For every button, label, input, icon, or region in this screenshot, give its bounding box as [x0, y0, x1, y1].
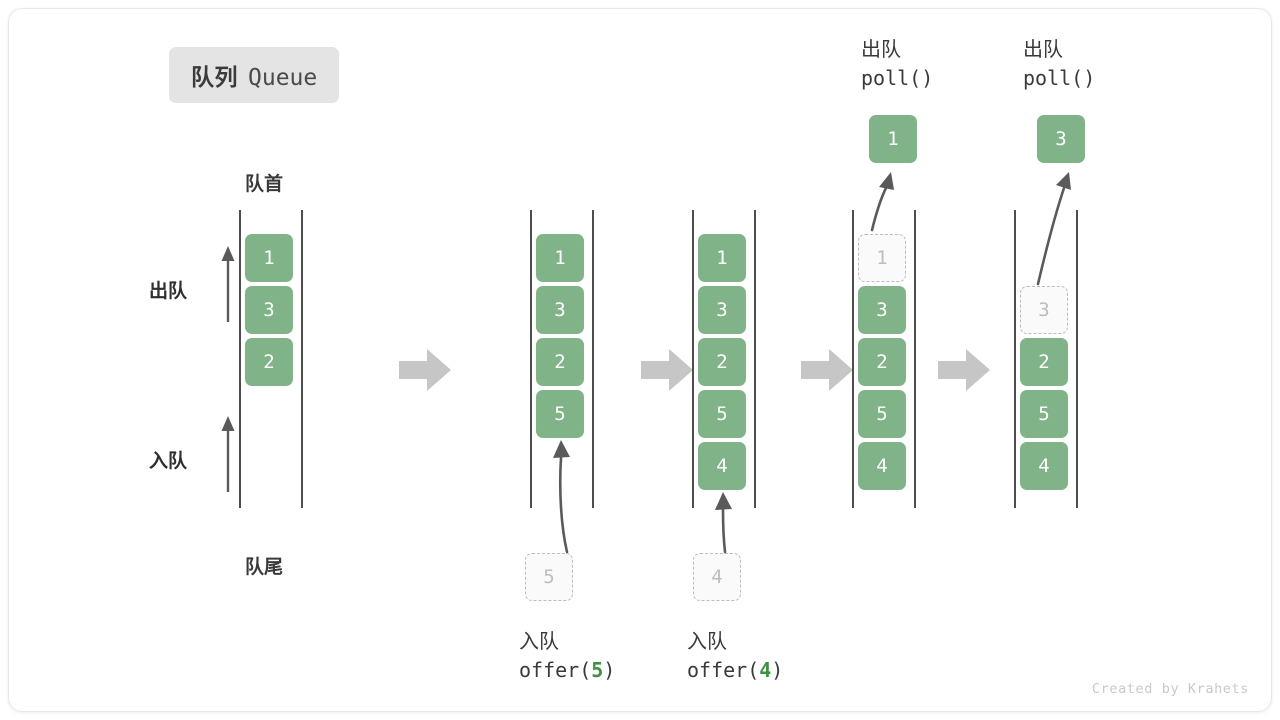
- queue-item: 3: [698, 286, 746, 334]
- credit-text: Created by Krahets: [1091, 681, 1249, 697]
- operation-name: 出队: [861, 39, 901, 61]
- queue-item: 3: [536, 286, 584, 334]
- queue-rail-right-2: [592, 210, 594, 508]
- operation-code: offer(5): [519, 657, 615, 685]
- operation-name: 出队: [1023, 39, 1063, 61]
- dequeue-label: 出队: [149, 281, 188, 302]
- operation-code-suffix: ): [603, 657, 616, 682]
- queue-rail-left-2: [530, 210, 532, 508]
- operation-name: 入队: [519, 631, 559, 653]
- title-chinese: 队列: [191, 64, 238, 90]
- operation-code-prefix: poll(: [861, 65, 922, 90]
- operation-code-prefix: offer(: [519, 657, 592, 682]
- queue-item: 4: [1020, 442, 1068, 490]
- operation-code-prefix: poll(: [1023, 65, 1084, 90]
- title-badge: 队列 Queue: [169, 47, 340, 103]
- title-english: Queue: [248, 65, 318, 91]
- queue-rail-right-3: [754, 210, 756, 508]
- queue-item: 2: [536, 338, 584, 386]
- operation-code-arg: 4: [759, 657, 772, 682]
- removed-ghost-item: 1: [858, 234, 906, 282]
- transition-arrow-icon: [801, 349, 853, 391]
- tail-label: 队尾: [245, 557, 284, 578]
- operation-code-arg: 5: [591, 657, 604, 682]
- queue-rail-left-3: [692, 210, 694, 508]
- operation-code: poll(): [861, 65, 933, 93]
- operation-code-suffix: ): [1083, 65, 1096, 90]
- enqueue-arrow-icon: [221, 416, 235, 492]
- queue-item: 5: [698, 390, 746, 438]
- queue-rail-right-4: [914, 210, 916, 508]
- transition-arrow-icon: [641, 349, 693, 391]
- queue-item: 1: [698, 234, 746, 282]
- queue-item: 2: [245, 338, 293, 386]
- enqueue-label: 入队: [149, 451, 188, 472]
- operation-code-suffix: ): [921, 65, 934, 90]
- queue-item: 4: [858, 442, 906, 490]
- operation-name: 入队: [687, 631, 727, 653]
- queue-rail-right-5: [1076, 210, 1078, 508]
- dequeue-curve-arrow-icon: [870, 172, 894, 232]
- queue-item: 5: [1020, 390, 1068, 438]
- transition-arrow-icon: [938, 349, 990, 391]
- popped-item: 3: [1037, 115, 1085, 163]
- popped-item: 1: [869, 115, 917, 163]
- removed-ghost-item: 3: [1020, 286, 1068, 334]
- enqueue-curve-arrow-icon: [553, 440, 570, 554]
- queue-item: 1: [245, 234, 293, 282]
- transition-arrow-icon: [399, 349, 451, 391]
- queue-rail-left-5: [1014, 210, 1016, 508]
- head-label: 队首: [245, 174, 284, 195]
- dequeue-arrow-icon: [221, 246, 235, 322]
- queue-item: 5: [858, 390, 906, 438]
- queue-item-new: 5: [536, 390, 584, 438]
- incoming-ghost-item: 5: [525, 553, 573, 601]
- incoming-ghost-item: 4: [693, 553, 741, 601]
- queue-item: 2: [858, 338, 906, 386]
- diagram-card: 队列 Queue 队首 出队 入队 1 3 2 队尾 1 3 2 5: [8, 8, 1272, 712]
- queue-item: 2: [698, 338, 746, 386]
- queue-item: 2: [1020, 338, 1068, 386]
- operation-code: offer(4): [687, 657, 783, 685]
- diagram-stage: 队列 Queue 队首 出队 入队 1 3 2 队尾 1 3 2 5: [9, 9, 1271, 711]
- queue-item: 3: [245, 286, 293, 334]
- operation-code-suffix: ): [771, 657, 784, 682]
- operation-label-poll-1: 出队 poll(): [861, 37, 933, 92]
- queue-item: 3: [858, 286, 906, 334]
- operation-label-poll-2: 出队 poll(): [1023, 37, 1095, 92]
- queue-rail-left-4: [852, 210, 854, 508]
- enqueue-curve-arrow-icon: [715, 492, 732, 554]
- operation-label-offer-4: 入队 offer(4): [687, 629, 783, 684]
- operation-label-offer-5: 入队 offer(5): [519, 629, 615, 684]
- queue-rail-left-1: [239, 210, 241, 508]
- dequeue-curve-arrow-icon: [1036, 172, 1071, 286]
- queue-item: 1: [536, 234, 584, 282]
- operation-code: poll(): [1023, 65, 1095, 93]
- queue-item-new: 4: [698, 442, 746, 490]
- operation-code-prefix: offer(: [687, 657, 760, 682]
- queue-rail-right-1: [301, 210, 303, 508]
